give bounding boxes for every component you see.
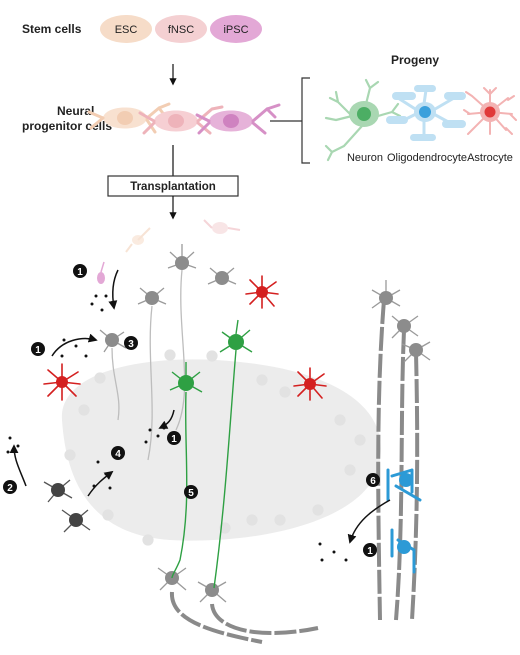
reactive-astrocytes [43, 275, 327, 401]
stem-cells-label: Stem cells [22, 22, 82, 36]
transplantation-label: Transplantation [130, 181, 216, 193]
svg-text:5: 5 [188, 488, 194, 499]
progeny-bracket [270, 77, 310, 164]
grafted-progenitors-top [125, 219, 241, 253]
lesion-area [61, 359, 381, 541]
esc-label: ESC [115, 24, 138, 36]
migrating-progenitor [97, 261, 105, 284]
right-host-somata [379, 291, 423, 357]
svg-text:6: 6 [370, 476, 376, 487]
stem-cell-esc: ESC [100, 15, 152, 43]
marker-3: 3 [124, 336, 138, 350]
marker-1-right: 1 [363, 543, 377, 557]
graft-neuron-somata [178, 334, 244, 391]
curved-arrows [9, 269, 391, 544]
marker-5: 5 [184, 485, 198, 499]
progenitor-label: Neural [57, 104, 94, 118]
progeny-title: Progeny [391, 53, 439, 67]
graft-neurons [169, 319, 253, 589]
progenitor-cells [87, 102, 281, 135]
host-neurons [43, 244, 237, 603]
svg-text:1: 1 [77, 267, 83, 278]
progenitor-label-line2: progenitor cells [22, 119, 112, 133]
svg-text:1: 1 [367, 546, 373, 557]
oligodendrocyte-somata [397, 473, 413, 554]
ipsc-label: iPSC [223, 24, 248, 36]
lesion-border-cells [64, 349, 366, 546]
progeny-neuron: Neuron [324, 78, 402, 164]
right-host-neurons [371, 280, 431, 363]
marker-6: 6 [366, 473, 380, 487]
marker-1-center: 1 [167, 431, 181, 445]
stem-cell-ipsc: iPSC [210, 15, 262, 43]
marker-1-left: 1 [31, 342, 45, 356]
fnsc-label: fNSC [168, 24, 194, 36]
astrocyte-label: Astrocyte [467, 152, 513, 164]
oligodendrocyte-label: Oligodendrocyte [387, 152, 467, 164]
svg-text:3: 3 [128, 339, 134, 350]
svg-text:4: 4 [115, 449, 121, 460]
svg-text:2: 2 [7, 483, 13, 494]
axon-tracts-bottom [169, 591, 319, 644]
marker-2: 2 [3, 480, 17, 494]
secreted-factor-dots [6, 294, 348, 562]
host-neuron-somata [51, 256, 229, 597]
progeny-oligodendrocyte: Oligodendrocyte [386, 85, 467, 164]
stem-cell-fnsc: fNSC [155, 15, 207, 43]
neuron-label: Neuron [347, 152, 383, 164]
axon-tracts-right [376, 299, 420, 621]
marker-1-top: 1 [73, 264, 87, 278]
svg-text:1: 1 [35, 345, 41, 356]
svg-text:1: 1 [171, 434, 177, 445]
progeny-astrocyte: Astrocyte [463, 87, 517, 164]
astrocyte-somata [56, 286, 316, 390]
marker-4: 4 [111, 446, 125, 460]
transplantation-box: Transplantation [107, 175, 239, 197]
